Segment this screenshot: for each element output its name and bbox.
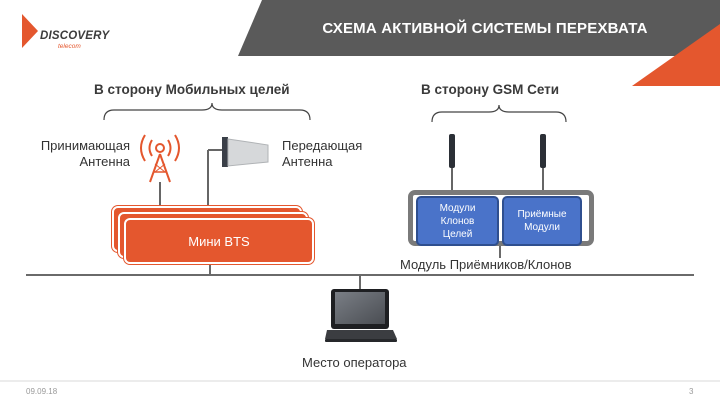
clone-modules-block: Модули Клонов Целей	[416, 196, 499, 246]
left-section-title: В сторону Мобильных целей	[94, 82, 290, 97]
transmit-antenna-label: Передающая Антенна	[282, 138, 363, 169]
page-number: 3	[689, 387, 694, 396]
module-caption: Модуль Приёмников/Клонов	[400, 257, 572, 272]
gsm-antenna-left-icon	[449, 134, 455, 196]
mini-bts-block: Мини BTS	[124, 218, 314, 264]
receiver-modules-block: Приёмные Модули	[502, 196, 582, 246]
logo-sub: telecom	[58, 43, 81, 50]
laptop-icon	[325, 289, 397, 342]
clone-modules-label: Модули Клонов Целей	[439, 202, 476, 240]
receive-antenna-label: Принимающая Антенна	[40, 138, 130, 169]
logo-name: DISCOVERY	[40, 30, 110, 42]
transmit-antenna-icon	[208, 137, 269, 167]
left-brace	[103, 102, 311, 121]
receiver-modules-label: Приёмные Модули	[517, 209, 567, 233]
footer-date: 09.09.18	[26, 387, 58, 396]
header-shapes	[238, 0, 720, 86]
operator-caption: Место оператора	[302, 355, 407, 370]
receive-antenna-icon	[140, 134, 180, 183]
logo-divider-wedge	[238, 0, 262, 56]
logo-area	[0, 0, 238, 56]
right-brace	[431, 104, 567, 123]
right-section-title: В сторону GSM Сети	[421, 82, 560, 97]
gsm-antenna-right-icon	[540, 134, 546, 196]
corner-accent	[632, 24, 720, 86]
mini-bts-label: Мини BTS	[188, 233, 250, 249]
logo-icon	[22, 14, 38, 48]
page-title: СХЕМА АКТИВНОЙ СИСТЕМЫ ПЕРЕХВАТА	[322, 19, 648, 37]
